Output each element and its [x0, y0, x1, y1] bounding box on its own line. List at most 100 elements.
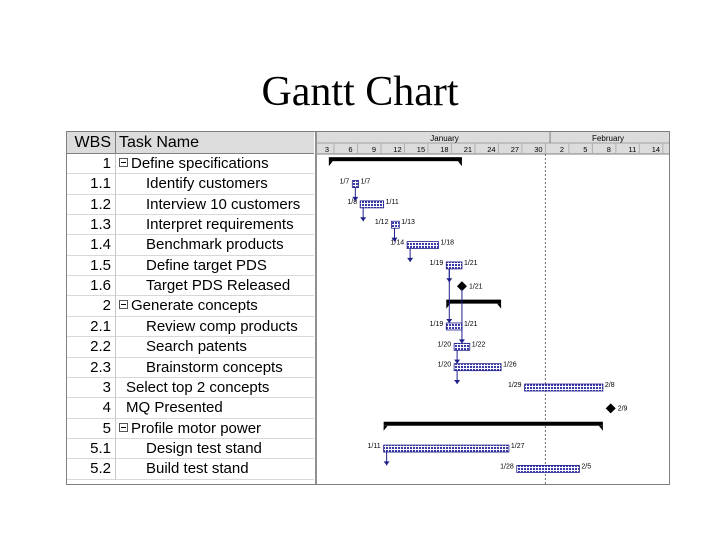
task-row[interactable]: 1.3 Interpret requirements: [67, 215, 315, 236]
day-tick-label: 15: [417, 145, 425, 154]
day-tick-label: 18: [440, 145, 448, 154]
task-bar[interactable]: [391, 220, 400, 229]
task-name-cell[interactable]: Identify customers: [116, 174, 314, 195]
task-end-date-label: 1/18: [440, 240, 454, 247]
day-tick-label: 21: [464, 145, 472, 154]
task-name-cell[interactable]: Generate concepts: [116, 296, 314, 317]
wbs-cell[interactable]: 1.3: [67, 215, 116, 236]
task-start-date-label: 1/20: [437, 362, 451, 369]
wbs-cell[interactable]: 1.2: [67, 194, 116, 216]
wbs-cell[interactable]: 1.1: [67, 174, 116, 195]
wbs-cell[interactable]: 2: [67, 296, 116, 317]
task-name-label: Design test stand: [146, 439, 262, 457]
wbs-column-header[interactable]: WBS: [67, 132, 116, 154]
wbs-cell[interactable]: 1.5: [67, 255, 116, 277]
wbs-cell[interactable]: 1: [67, 154, 116, 175]
task-row[interactable]: 5.1 Design test stand: [67, 438, 315, 460]
task-row[interactable]: 1 Define specifications: [67, 154, 315, 175]
month-label: February: [592, 134, 624, 143]
wbs-cell[interactable]: 5: [67, 418, 116, 439]
task-bar[interactable]: [359, 200, 385, 209]
milestone-diamond[interactable]: [605, 403, 616, 414]
wbs-cell[interactable]: 4: [67, 398, 116, 419]
task-start-date-label: 1/29: [508, 382, 522, 389]
milestone-date-label: 1/21: [469, 283, 483, 290]
collapse-icon[interactable]: [119, 158, 128, 167]
dependency-arrowhead: [352, 196, 359, 201]
wbs-cell[interactable]: 5.1: [67, 438, 116, 460]
task-name-cell[interactable]: Brainstorm concepts: [116, 358, 314, 378]
wbs-cell[interactable]: 1.4: [67, 235, 116, 256]
task-name-cell[interactable]: Search patents: [116, 337, 314, 358]
task-name-label: MQ Presented: [126, 399, 223, 417]
task-bar[interactable]: [383, 444, 510, 453]
month-label: January: [430, 134, 458, 143]
task-bar[interactable]: [351, 180, 359, 188]
task-end-date-label: 2/8: [605, 382, 615, 389]
wbs-cell[interactable]: 5.2: [67, 459, 116, 480]
task-name-cell[interactable]: Design test stand: [116, 439, 314, 460]
task-bar[interactable]: [453, 342, 471, 351]
task-name-column-header[interactable]: Task Name: [116, 132, 314, 154]
task-name-cell[interactable]: Define target PDS: [116, 256, 314, 277]
task-row[interactable]: 3 Select top 2 concepts: [67, 377, 315, 399]
task-name-cell[interactable]: Benchmark products: [116, 235, 314, 256]
summary-bar[interactable]: [383, 421, 603, 426]
milestone-diamond[interactable]: [456, 281, 467, 292]
task-row[interactable]: 2.1 Review comp products: [67, 316, 315, 338]
task-end-date-label: 1/13: [401, 219, 415, 226]
task-name-cell[interactable]: Interview 10 customers: [116, 195, 314, 216]
task-name-cell[interactable]: Review comp products: [116, 317, 314, 338]
wbs-cell[interactable]: 2.3: [67, 357, 116, 378]
task-end-date-label: 1/11: [386, 199, 399, 206]
task-name-label: Benchmark products: [146, 236, 284, 254]
wbs-cell[interactable]: 2.1: [67, 316, 116, 338]
wbs-cell[interactable]: 2.2: [67, 337, 116, 358]
task-name-cell[interactable]: Define specifications: [116, 154, 314, 175]
task-name-cell[interactable]: MQ Presented: [116, 398, 314, 419]
collapse-icon[interactable]: [119, 422, 128, 432]
summary-bar[interactable]: [446, 299, 502, 304]
task-end-date-label: 1/21: [464, 321, 478, 328]
wbs-cell[interactable]: 3: [67, 377, 116, 399]
task-name-label: Review comp products: [146, 317, 298, 335]
task-name-label: Define specifications: [131, 155, 269, 172]
task-name-label: Select top 2 concepts: [126, 378, 270, 396]
day-tick-label: 12: [393, 145, 401, 154]
task-row[interactable]: 1.4 Benchmark products: [67, 235, 315, 256]
task-bar[interactable]: [445, 261, 463, 270]
day-tick-label: 6: [348, 145, 352, 154]
task-bar[interactable]: [524, 383, 604, 392]
day-tick-label: 11: [628, 145, 636, 154]
task-name-label: Interpret requirements: [146, 216, 294, 234]
split-bar[interactable]: [315, 132, 317, 484]
task-name-cell[interactable]: Select top 2 concepts: [116, 378, 314, 399]
task-name-cell[interactable]: Interpret requirements: [116, 215, 314, 236]
task-bar[interactable]: [406, 241, 439, 249]
wbs-cell[interactable]: 1.6: [67, 276, 116, 297]
task-row[interactable]: 4 MQ Presented: [67, 398, 315, 419]
task-bar[interactable]: [445, 322, 463, 331]
task-bar[interactable]: [453, 363, 502, 372]
task-name-cell[interactable]: Build test stand: [116, 459, 314, 480]
summary-bar[interactable]: [328, 157, 462, 162]
slide-title: Gantt Chart: [261, 69, 459, 115]
task-start-date-label: 1/19: [430, 260, 444, 267]
task-name-cell[interactable]: Profile motor power: [116, 419, 314, 439]
dependency-arrowhead: [383, 461, 390, 466]
task-start-date-label: 1/28: [500, 463, 514, 470]
collapse-icon[interactable]: [119, 300, 128, 310]
task-bar[interactable]: [516, 465, 580, 473]
task-name-cell[interactable]: Target PDS Released: [116, 276, 314, 297]
